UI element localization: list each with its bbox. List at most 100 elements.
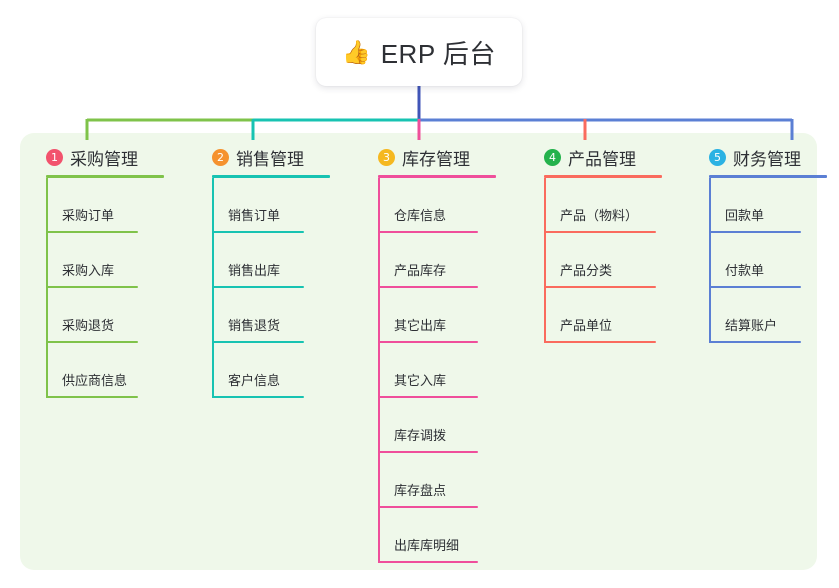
child-node-label: 付款单 bbox=[725, 263, 765, 278]
child-node-label: 供应商信息 bbox=[62, 373, 128, 388]
branch-title-5: 财务管理 bbox=[733, 149, 801, 169]
child-node-label: 销售订单 bbox=[228, 208, 281, 223]
branch-spine-4 bbox=[544, 178, 546, 343]
branch-header-3[interactable]: 3 库存管理 bbox=[360, 145, 496, 169]
child-node-rule bbox=[46, 286, 138, 288]
child-node[interactable]: 出库库明细 bbox=[378, 508, 496, 563]
root-node-label: ERP 后台 bbox=[380, 38, 496, 69]
branch-children-2: 销售订单销售出库销售退货客户信息 bbox=[212, 178, 330, 398]
child-node-rule bbox=[378, 561, 478, 563]
child-node[interactable]: 采购退货 bbox=[46, 288, 164, 343]
child-node-label: 结算账户 bbox=[725, 318, 778, 333]
child-node-label: 产品单位 bbox=[560, 318, 613, 333]
branch-rule-5 bbox=[709, 175, 827, 178]
child-node-rule bbox=[544, 231, 656, 233]
child-node[interactable]: 仓库信息 bbox=[378, 178, 496, 233]
child-node[interactable]: 其它入库 bbox=[378, 343, 496, 398]
child-node-rule bbox=[212, 231, 304, 233]
child-node-label: 采购入库 bbox=[62, 263, 115, 278]
child-node[interactable]: 产品库存 bbox=[378, 233, 496, 288]
branch-header-5[interactable]: 5 财务管理 bbox=[691, 145, 827, 169]
branch-rule-2 bbox=[212, 175, 330, 178]
child-node-rule bbox=[46, 396, 138, 398]
child-node-rule bbox=[378, 341, 478, 343]
child-node-label: 采购订单 bbox=[62, 208, 115, 223]
child-node[interactable]: 销售退货 bbox=[212, 288, 330, 343]
child-node[interactable]: 产品单位 bbox=[544, 288, 662, 343]
child-node-label: 产品（物料） bbox=[560, 208, 639, 223]
branch-children-3: 仓库信息产品库存其它出库其它入库库存调拨库存盘点出库库明细 bbox=[378, 178, 496, 563]
branch-spine-1 bbox=[46, 178, 48, 398]
branch-1: 1 采购管理采购订单采购入库采购退货供应商信息 bbox=[28, 145, 164, 398]
branch-title-4: 产品管理 bbox=[568, 149, 636, 169]
child-node-label: 库存盘点 bbox=[394, 483, 447, 498]
branch-5: 5 财务管理回款单付款单结算账户 bbox=[691, 145, 827, 343]
branch-rule-3 bbox=[378, 175, 496, 178]
branch-3: 3 库存管理仓库信息产品库存其它出库其它入库库存调拨库存盘点出库库明细 bbox=[360, 145, 496, 563]
child-node-label: 其它入库 bbox=[394, 373, 447, 388]
branch-children-4: 产品（物料） 产品分类产品单位 bbox=[544, 178, 662, 343]
child-node-rule bbox=[709, 286, 801, 288]
child-node-rule bbox=[212, 286, 304, 288]
child-node-rule bbox=[212, 341, 304, 343]
branch-badge-1: 1 bbox=[46, 148, 63, 166]
child-node-rule bbox=[212, 396, 304, 398]
child-node-rule bbox=[544, 341, 656, 343]
diagram-panel bbox=[20, 133, 817, 570]
branch-header-1[interactable]: 1 采购管理 bbox=[28, 145, 164, 169]
branch-title-3: 库存管理 bbox=[402, 149, 470, 169]
branch-children-1: 采购订单采购入库采购退货供应商信息 bbox=[46, 178, 164, 398]
child-node-label: 库存调拨 bbox=[394, 428, 447, 443]
root-node[interactable]: 👍 ERP 后台 bbox=[316, 18, 522, 86]
child-node-label: 其它出库 bbox=[394, 318, 447, 333]
child-node[interactable]: 采购订单 bbox=[46, 178, 164, 233]
child-node-rule bbox=[378, 286, 478, 288]
child-node[interactable]: 供应商信息 bbox=[46, 343, 164, 398]
child-node-rule bbox=[46, 231, 138, 233]
child-node[interactable]: 产品（物料） bbox=[544, 178, 662, 233]
child-node[interactable]: 库存盘点 bbox=[378, 453, 496, 508]
branch-spine-3 bbox=[378, 178, 380, 563]
child-node[interactable]: 回款单 bbox=[709, 178, 827, 233]
child-node[interactable]: 产品分类 bbox=[544, 233, 662, 288]
child-node-rule bbox=[544, 286, 656, 288]
child-node-rule bbox=[378, 231, 478, 233]
child-node-label: 产品分类 bbox=[560, 263, 613, 278]
branch-title-2: 销售管理 bbox=[236, 149, 304, 169]
child-node[interactable]: 付款单 bbox=[709, 233, 827, 288]
child-node[interactable]: 销售出库 bbox=[212, 233, 330, 288]
child-node[interactable]: 客户信息 bbox=[212, 343, 330, 398]
child-node[interactable]: 销售订单 bbox=[212, 178, 330, 233]
child-node[interactable]: 其它出库 bbox=[378, 288, 496, 343]
child-node-rule bbox=[46, 341, 138, 343]
child-node[interactable]: 库存调拨 bbox=[378, 398, 496, 453]
child-node-rule bbox=[709, 231, 801, 233]
child-node-rule bbox=[378, 396, 478, 398]
branch-spine-2 bbox=[212, 178, 214, 398]
child-node-label: 销售出库 bbox=[228, 263, 281, 278]
child-node-label: 回款单 bbox=[725, 208, 765, 223]
child-node-rule bbox=[378, 451, 478, 453]
branch-rule-1 bbox=[46, 175, 164, 178]
branch-2: 2 销售管理销售订单销售出库销售退货客户信息 bbox=[194, 145, 330, 398]
child-node-rule bbox=[709, 341, 801, 343]
child-node-label: 客户信息 bbox=[228, 373, 281, 388]
child-node-label: 仓库信息 bbox=[394, 208, 447, 223]
child-node[interactable]: 采购入库 bbox=[46, 233, 164, 288]
child-node-label: 出库库明细 bbox=[394, 538, 460, 553]
branch-badge-2: 2 bbox=[212, 148, 229, 166]
child-node-rule bbox=[378, 506, 478, 508]
branch-badge-5: 5 bbox=[709, 148, 726, 166]
branch-children-5: 回款单付款单结算账户 bbox=[709, 178, 827, 343]
child-node-label: 产品库存 bbox=[394, 263, 447, 278]
branch-rule-4 bbox=[544, 175, 662, 178]
branch-badge-3: 3 bbox=[378, 148, 395, 166]
child-node[interactable]: 结算账户 bbox=[709, 288, 827, 343]
branch-header-2[interactable]: 2 销售管理 bbox=[194, 145, 330, 169]
thumbs-up-icon: 👍 bbox=[342, 38, 371, 65]
branch-title-1: 采购管理 bbox=[70, 149, 138, 169]
child-node-label: 采购退货 bbox=[62, 318, 115, 333]
child-node-label: 销售退货 bbox=[228, 318, 281, 333]
